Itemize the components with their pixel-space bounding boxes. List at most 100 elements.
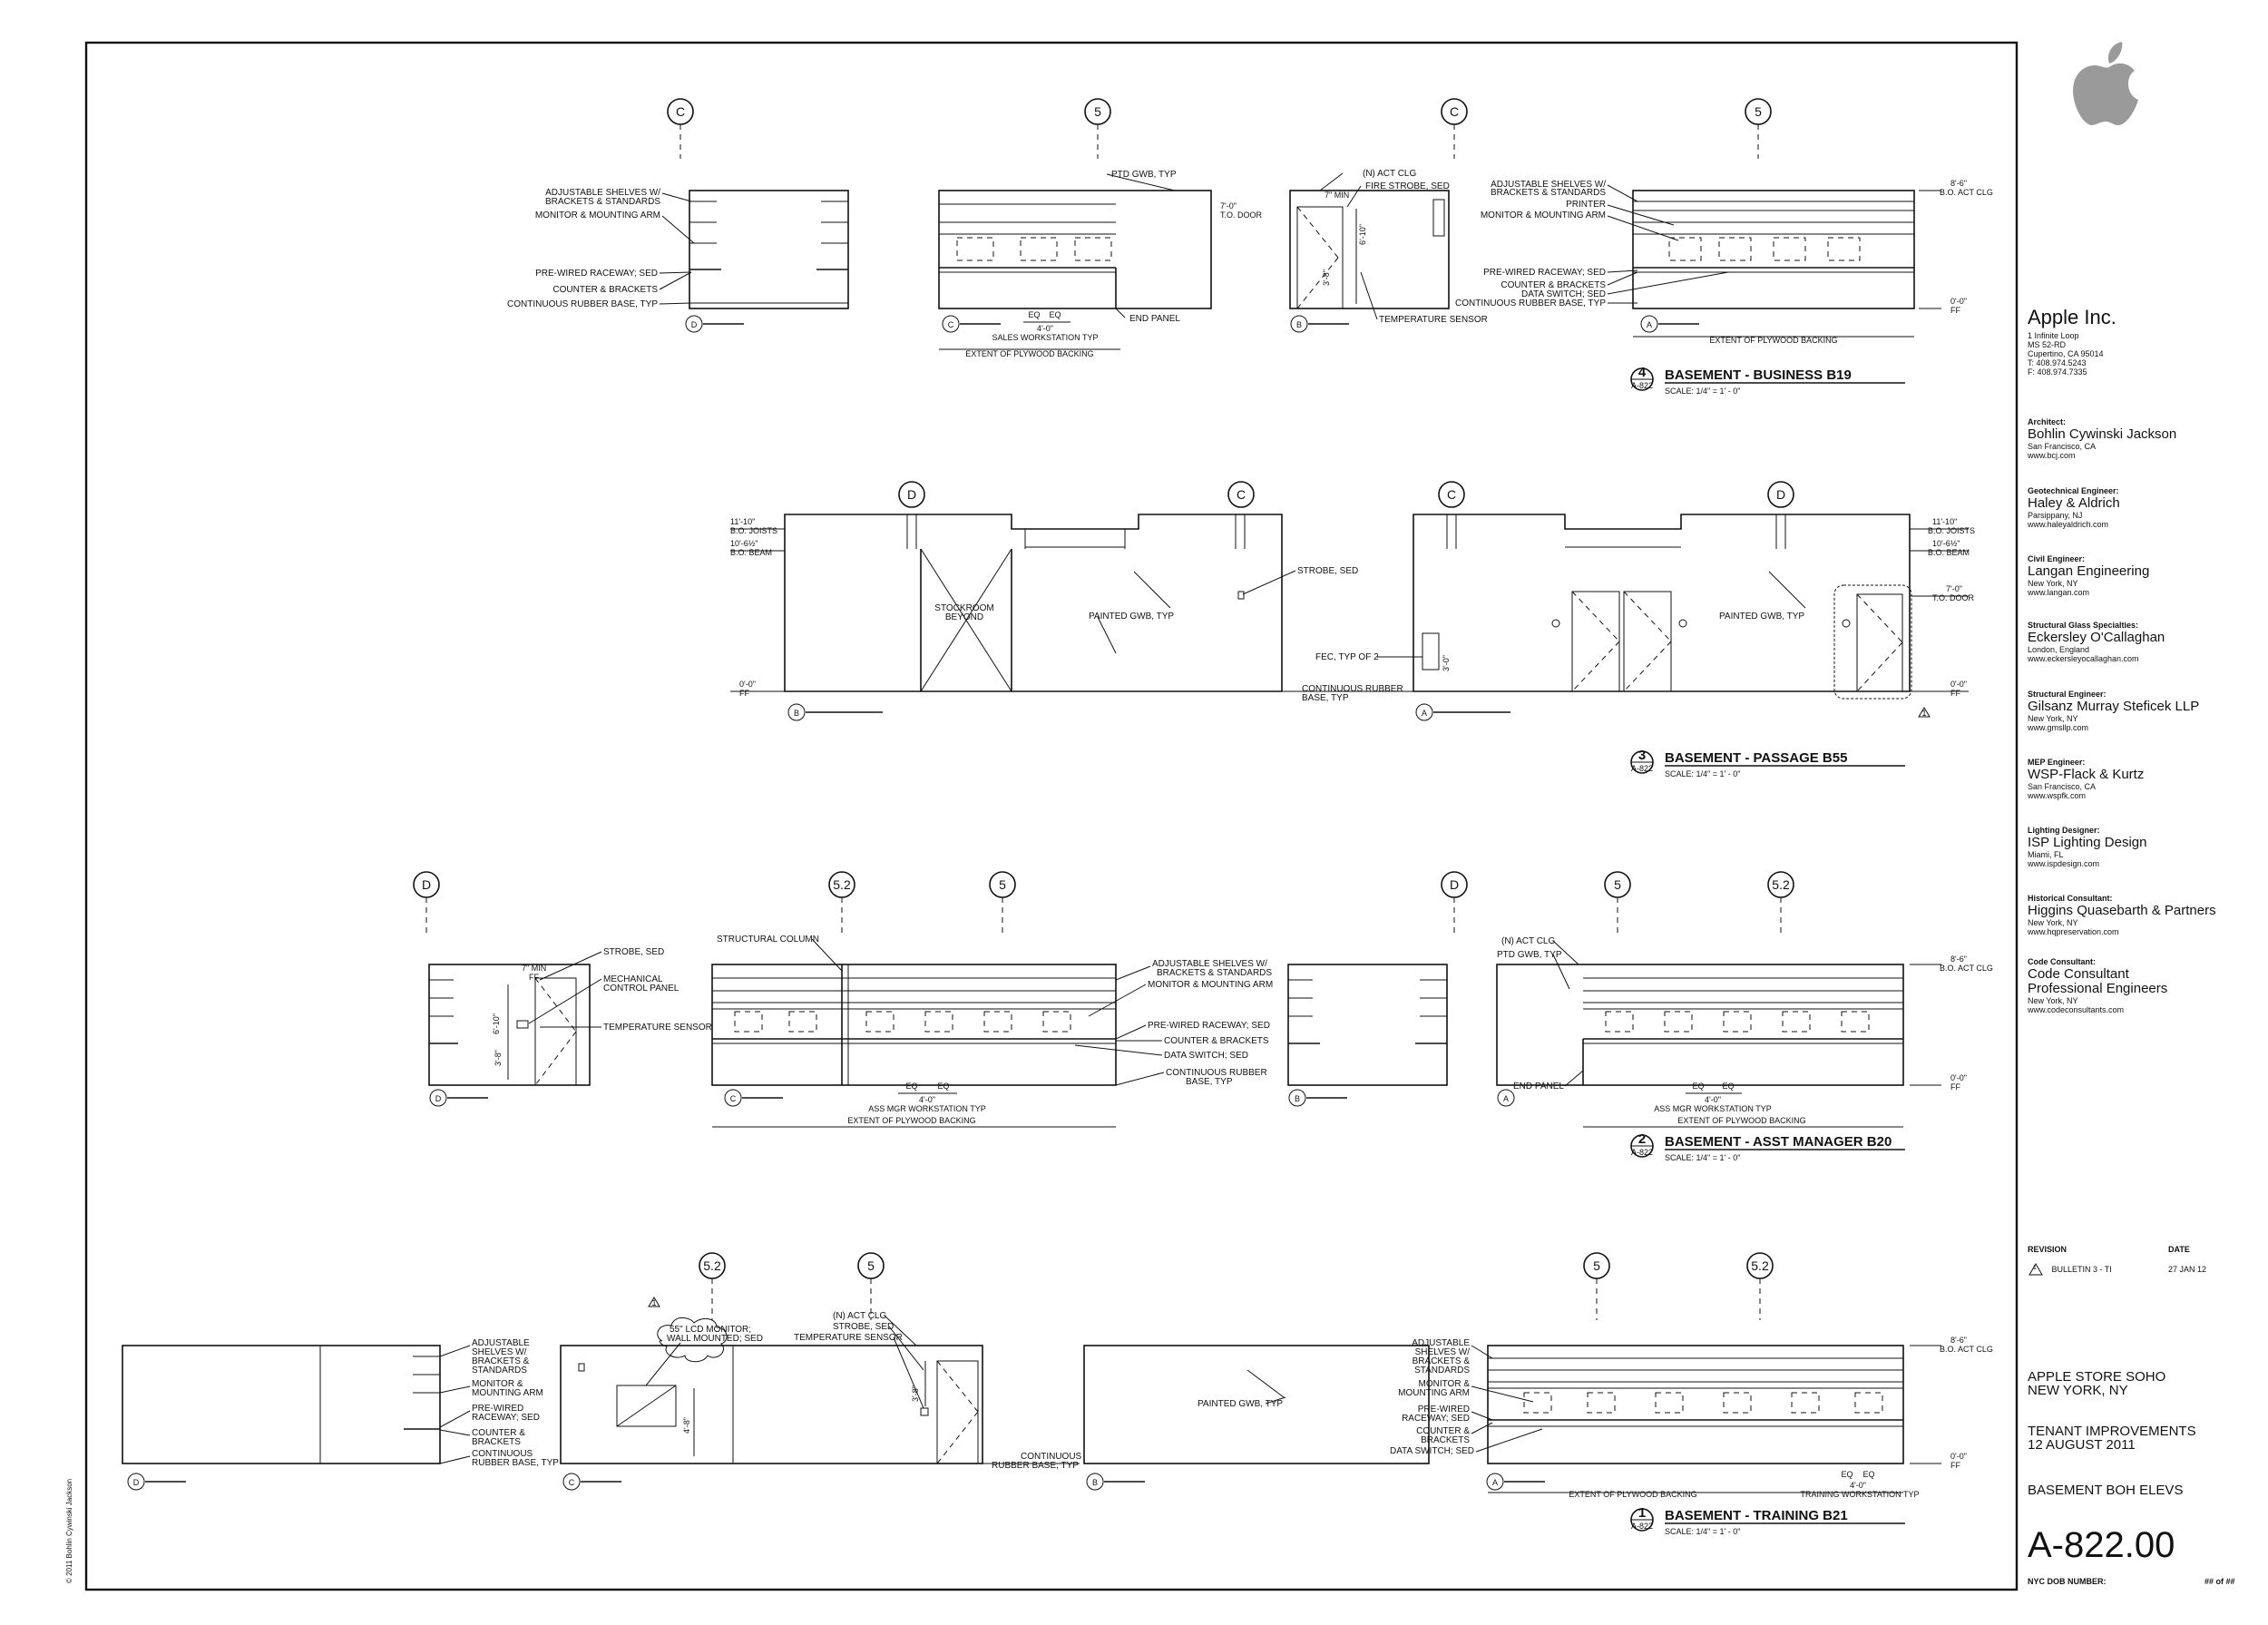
svg-text:ADJUSTABLE: ADJUSTABLE: [472, 1338, 530, 1348]
grid-bubble: C: [1441, 98, 1468, 125]
svg-text:7'-0": 7'-0": [1946, 584, 1962, 593]
consultant-name: Code Consultant: [2028, 966, 2129, 982]
code-consultant: Code Consultant: Code Consultant Profess…: [2028, 957, 2167, 1014]
svg-text:PAINTED GWB, TYP: PAINTED GWB, TYP: [1198, 1399, 1283, 1409]
client-fax: F: 408.974.7335: [2028, 367, 2087, 377]
consultant-name: Bohlin Cywinski Jackson: [2028, 426, 2177, 442]
consultant: Civil Engineer: Langan Engineering New Y…: [2028, 554, 2149, 597]
svg-text:A: A: [1503, 1094, 1509, 1103]
consultant-website: www.eckersleyocallaghan.com: [2028, 654, 2139, 663]
svg-text:ASS MGR WORKSTATION TYP: ASS MGR WORKSTATION TYP: [868, 1104, 986, 1113]
svg-text:BEYOND: BEYOND: [945, 612, 983, 622]
svg-text:11'-10": 11'-10": [730, 517, 755, 526]
svg-text:C: C: [569, 1478, 575, 1487]
svg-text:ADJUSTABLE SHELVES W/: ADJUSTABLE SHELVES W/: [545, 188, 660, 198]
svg-text:PAINTED GWB, TYP: PAINTED GWB, TYP: [1089, 612, 1174, 622]
revision-description: BULLETIN 3 - TI: [2051, 1264, 2112, 1274]
consultant-name: WSP-Flack & Kurtz: [2028, 767, 2145, 782]
consultant: Lighting Designer: ISP Lighting Design M…: [2028, 826, 2146, 868]
svg-text:A-822: A-822: [1631, 381, 1653, 390]
svg-text:A: A: [1422, 709, 1427, 718]
svg-text:PTD GWB, TYP: PTD GWB, TYP: [1497, 950, 1562, 960]
svg-text:B: B: [1295, 1094, 1300, 1103]
svg-text:4: 4: [1638, 365, 1647, 380]
svg-text:FF: FF: [1950, 689, 1960, 698]
svg-text:END PANEL: END PANEL: [1513, 1082, 1564, 1091]
svg-text:A-822: A-822: [1631, 1522, 1653, 1531]
consultant-location: New York, NY: [2028, 996, 2078, 1005]
svg-text:55" LCD MONITOR;: 55" LCD MONITOR;: [670, 1325, 751, 1335]
svg-text:ADJUSTABLE SHELVES W/: ADJUSTABLE SHELVES W/: [1491, 180, 1606, 190]
svg-text:STANDARDS: STANDARDS: [472, 1366, 527, 1375]
svg-text:10'-6½": 10'-6½": [730, 539, 758, 548]
svg-text:(N) ACT CLG: (N) ACT CLG: [1501, 936, 1555, 946]
svg-text:BASEMENT - ASST MANAGER B20: BASEMENT - ASST MANAGER B20: [1665, 1134, 1892, 1150]
svg-text:BRACKETS & STANDARDS: BRACKETS & STANDARDS: [545, 197, 660, 207]
svg-text:T.O. DOOR: T.O. DOOR: [1932, 593, 1975, 602]
svg-text:11'-10": 11'-10": [1932, 517, 1957, 526]
svg-text:ADJUSTABLE SHELVES W/: ADJUSTABLE SHELVES W/: [1152, 959, 1267, 969]
svg-text:SALES WORKSTATION TYP: SALES WORKSTATION TYP: [992, 333, 1098, 342]
svg-text:COUNTER &: COUNTER &: [472, 1428, 525, 1438]
svg-text:ADJUSTABLE: ADJUSTABLE: [1412, 1338, 1470, 1348]
svg-text:EXTENT OF PLYWOOD BACKING: EXTENT OF PLYWOOD BACKING: [1709, 336, 1837, 345]
svg-text:B.O. ACT CLG: B.O. ACT CLG: [1940, 1345, 1993, 1354]
svg-text:RACEWAY; SED: RACEWAY; SED: [472, 1413, 540, 1423]
project-name: APPLE STORE SOHO: [2028, 1369, 2166, 1385]
consultant-name: ISP Lighting Design: [2028, 835, 2147, 850]
svg-text:5: 5: [1614, 877, 1621, 892]
svg-text:SCALE: 1/4" = 1' - 0": SCALE: 1/4" = 1' - 0": [1665, 387, 1740, 396]
consultant-website: www.gmsllp.com: [2028, 723, 2089, 732]
svg-text:6'-10": 6'-10": [492, 1013, 501, 1034]
svg-text:B.O. ACT CLG: B.O. ACT CLG: [1940, 964, 1993, 973]
dob-label: NYC DOB NUMBER:: [2028, 1577, 2107, 1586]
svg-text:5.2: 5.2: [1772, 877, 1790, 892]
svg-text:DATA SWITCH; SED: DATA SWITCH; SED: [1390, 1446, 1474, 1456]
consultant-role: Geotechnical Engineer:: [2028, 486, 2119, 495]
grid-bubble: 5: [857, 1252, 885, 1279]
consultant-role: Code Consultant:: [2028, 957, 2096, 966]
svg-text:8'-6": 8'-6": [1950, 954, 1967, 964]
svg-text:END PANEL: END PANEL: [1129, 314, 1180, 324]
svg-text:4'-0": 4'-0": [1705, 1095, 1721, 1104]
svg-text:TRAINING WORKSTATION TYP: TRAINING WORKSTATION TYP: [1800, 1490, 1919, 1499]
grid-bubble: 5: [989, 871, 1016, 898]
consultant: MEP Engineer: WSP-Flack & Kurtz San Fran…: [2028, 758, 2144, 800]
grid-bubble: D: [1441, 871, 1468, 898]
svg-text:DATA SWITCH; SED: DATA SWITCH; SED: [1164, 1051, 1248, 1061]
svg-text:D: D: [691, 320, 698, 329]
svg-text:TEMPERATURE SENSOR: TEMPERATURE SENSOR: [1379, 315, 1488, 325]
svg-text:B.O. JOISTS: B.O. JOISTS: [730, 526, 777, 535]
svg-text:CONTINUOUS RUBBER: CONTINUOUS RUBBER: [1302, 684, 1403, 694]
svg-text:BASEMENT - BUSINESS B19: BASEMENT - BUSINESS B19: [1665, 367, 1852, 383]
svg-text:SCALE: 1/4" = 1' - 0": SCALE: 1/4" = 1' - 0": [1665, 769, 1740, 778]
svg-text:EXTENT OF PLYWOOD BACKING: EXTENT OF PLYWOOD BACKING: [1569, 1490, 1696, 1499]
consultant-location: Parsippany, NJ: [2028, 511, 2083, 520]
client-name: Apple Inc.: [2028, 306, 2116, 328]
svg-text:C: C: [948, 320, 954, 329]
svg-text:EXTENT OF PLYWOOD BACKING: EXTENT OF PLYWOOD BACKING: [965, 349, 1093, 358]
svg-text:PRE-WIRED RACEWAY; SED: PRE-WIRED RACEWAY; SED: [1483, 268, 1606, 278]
consultant-website: www.ispdesign.com: [2028, 859, 2100, 868]
consultant-role: Structural Engineer:: [2028, 690, 2107, 699]
svg-text:6'-10": 6'-10": [1358, 224, 1367, 245]
elevation-asst-manager-b20: D 5.2 5 D 5 5.2 STROBE, SED MECHANICAL C…: [413, 871, 1993, 1162]
revision-delta-icon: [2028, 1262, 2043, 1276]
svg-text:4'-0": 4'-0": [919, 1095, 935, 1104]
svg-text:RUBBER BASE, TYP: RUBBER BASE, TYP: [992, 1461, 1079, 1471]
consultant-role: MEP Engineer:: [2028, 758, 2086, 767]
consultant-role: Historical Consultant:: [2028, 894, 2113, 903]
svg-text:BASE, TYP: BASE, TYP: [1302, 693, 1349, 703]
svg-text:C: C: [1450, 104, 1459, 119]
svg-text:B: B: [1296, 320, 1302, 329]
svg-text:SCALE: 1/4" = 1' - 0": SCALE: 1/4" = 1' - 0": [1665, 1527, 1740, 1536]
apple-logo-icon: [2071, 40, 2147, 132]
grid-bubble: 5: [1583, 1252, 1610, 1279]
consultant-name: Haley & Aldrich: [2028, 495, 2120, 511]
revision-header: REVISION: [2028, 1245, 2068, 1254]
svg-text:0'-0": 0'-0": [739, 680, 756, 689]
svg-text:CONTINUOUS RUBBER: CONTINUOUS RUBBER: [1166, 1068, 1267, 1078]
grid-bubble: D: [1767, 481, 1794, 508]
svg-text:EXTENT OF PLYWOOD BACKING: EXTENT OF PLYWOOD BACKING: [1677, 1116, 1805, 1125]
